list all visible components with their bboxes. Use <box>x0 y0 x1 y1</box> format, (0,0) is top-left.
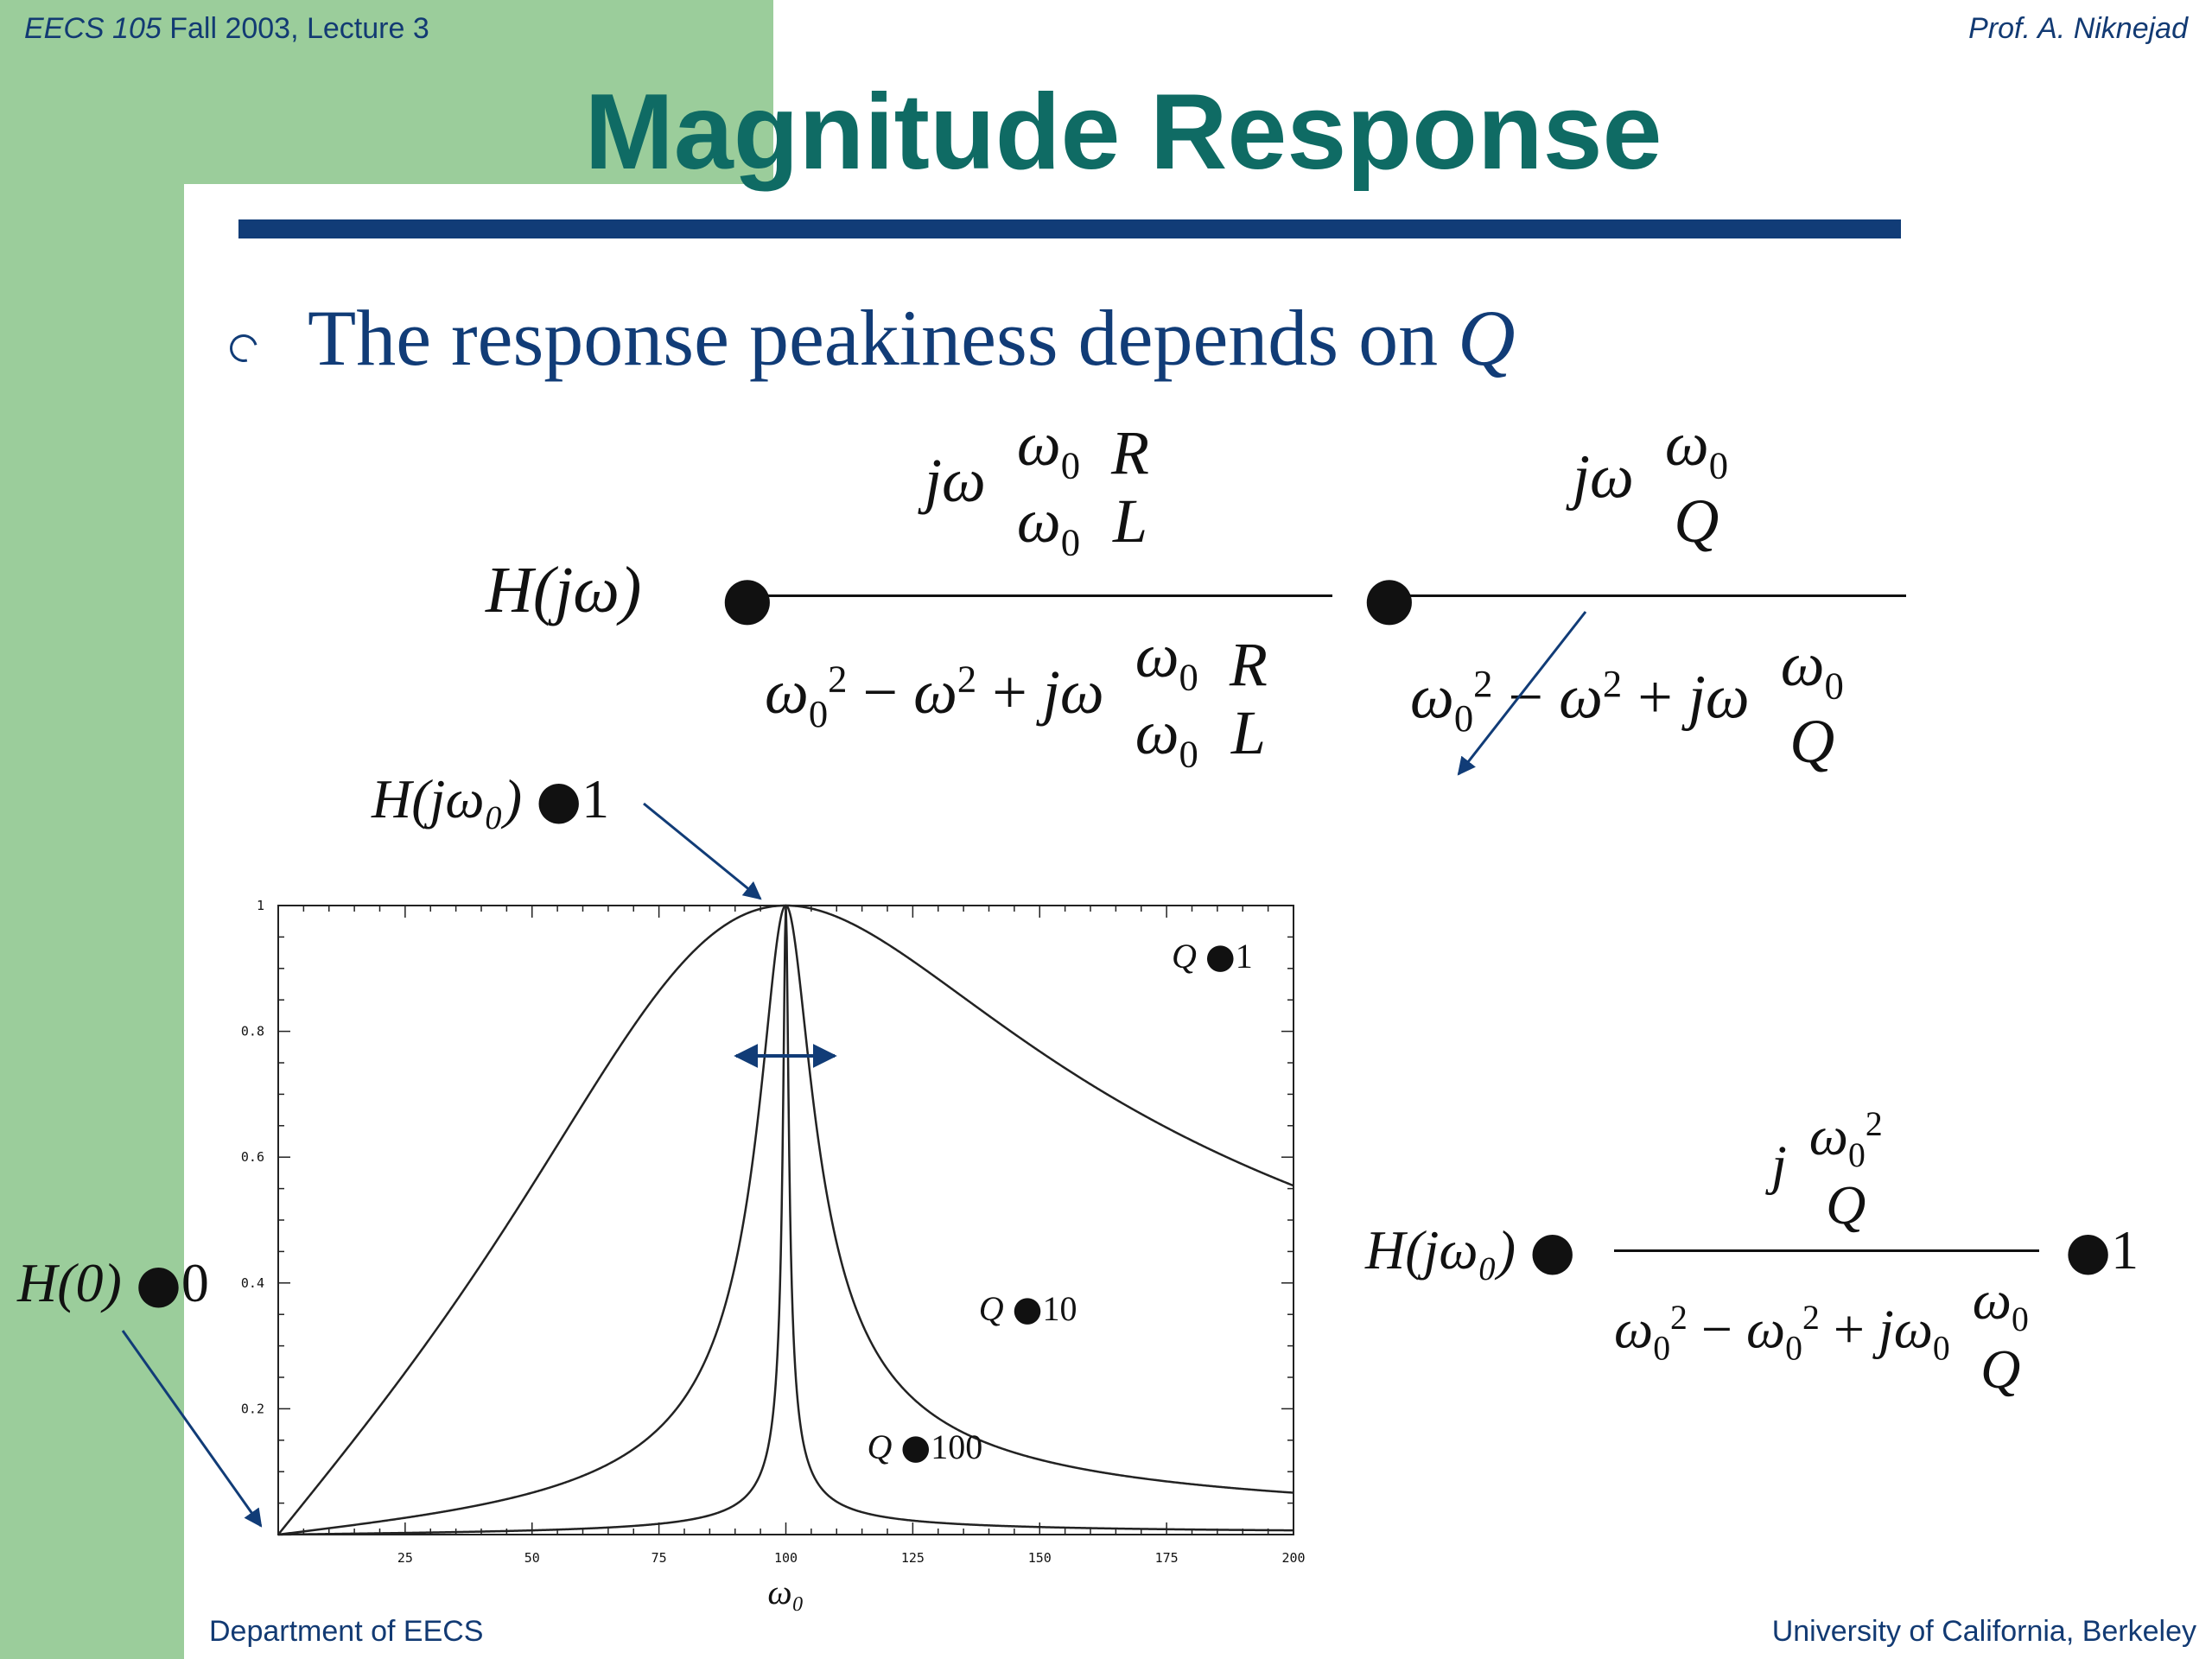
y-tick-label: 1 <box>257 898 264 913</box>
curve-Q1 <box>277 904 1294 1535</box>
y-tick-label: 0.6 <box>241 1149 264 1165</box>
eq-resonance-rhs: ●1 <box>2065 1219 2139 1281</box>
x-tick-label: 25 <box>397 1550 413 1566</box>
x-tick-label: 175 <box>1155 1550 1179 1566</box>
x-tick-label: 125 <box>901 1550 925 1566</box>
title-rule <box>238 219 1901 238</box>
eq-main-equals-dot-2: ● <box>1363 564 1415 632</box>
footer-university: University of California, Berkeley <box>1771 1615 2196 1648</box>
y-tick-label: 0.8 <box>241 1024 264 1039</box>
footer-department: Department of EECS <box>209 1615 484 1648</box>
eq-main-fraction-bar <box>762 594 1332 597</box>
x-tick-label: 75 <box>652 1550 667 1566</box>
slide-title: Magnitude Response <box>584 73 1662 192</box>
peak-arrow <box>643 802 762 900</box>
header-author: Prof. A. Niknejad <box>1968 12 2188 45</box>
eq-main-lhs: H(jω) <box>486 554 642 626</box>
x-tick-label: 150 <box>1028 1550 1052 1566</box>
curve-label: Q ●1 <box>1172 937 1253 976</box>
green-band-left <box>0 0 184 1659</box>
strike-arrow <box>1457 611 1587 776</box>
content-card <box>184 184 2212 1659</box>
eq-resonance-lhs: H(jω₀) ● <box>1365 1219 1576 1281</box>
y-tick-label: 0.4 <box>241 1275 264 1291</box>
eq-peak: H(jω₀) ●1 <box>372 768 610 830</box>
dc-arrow <box>121 1330 263 1528</box>
curve-label: Q ●10 <box>979 1289 1077 1329</box>
eq-main-equals-dot: ● <box>721 564 773 632</box>
x-tick-label: 100 <box>774 1550 798 1566</box>
x-tick-label: 50 <box>524 1550 540 1566</box>
x-axis-label: ω₀ <box>767 1573 804 1611</box>
header-course: EECS 105 Fall 2003, Lecture 3 <box>24 12 429 45</box>
curve-Q100 <box>277 905 1294 1536</box>
curve-label: Q ●100 <box>868 1427 983 1467</box>
eq-q-fraction-bar <box>1407 594 1906 597</box>
y-tick-label: 0.2 <box>241 1401 264 1416</box>
curve-Q10 <box>277 904 1294 1536</box>
bullet-text: The response peakiness depends on Q <box>308 294 1516 382</box>
plot-frame <box>277 905 1294 1535</box>
eq-dc: H(0) ●0 <box>17 1252 209 1314</box>
x-tick-label: 200 <box>1281 1550 1305 1566</box>
eq-resonance-fraction-bar <box>1614 1249 2039 1252</box>
